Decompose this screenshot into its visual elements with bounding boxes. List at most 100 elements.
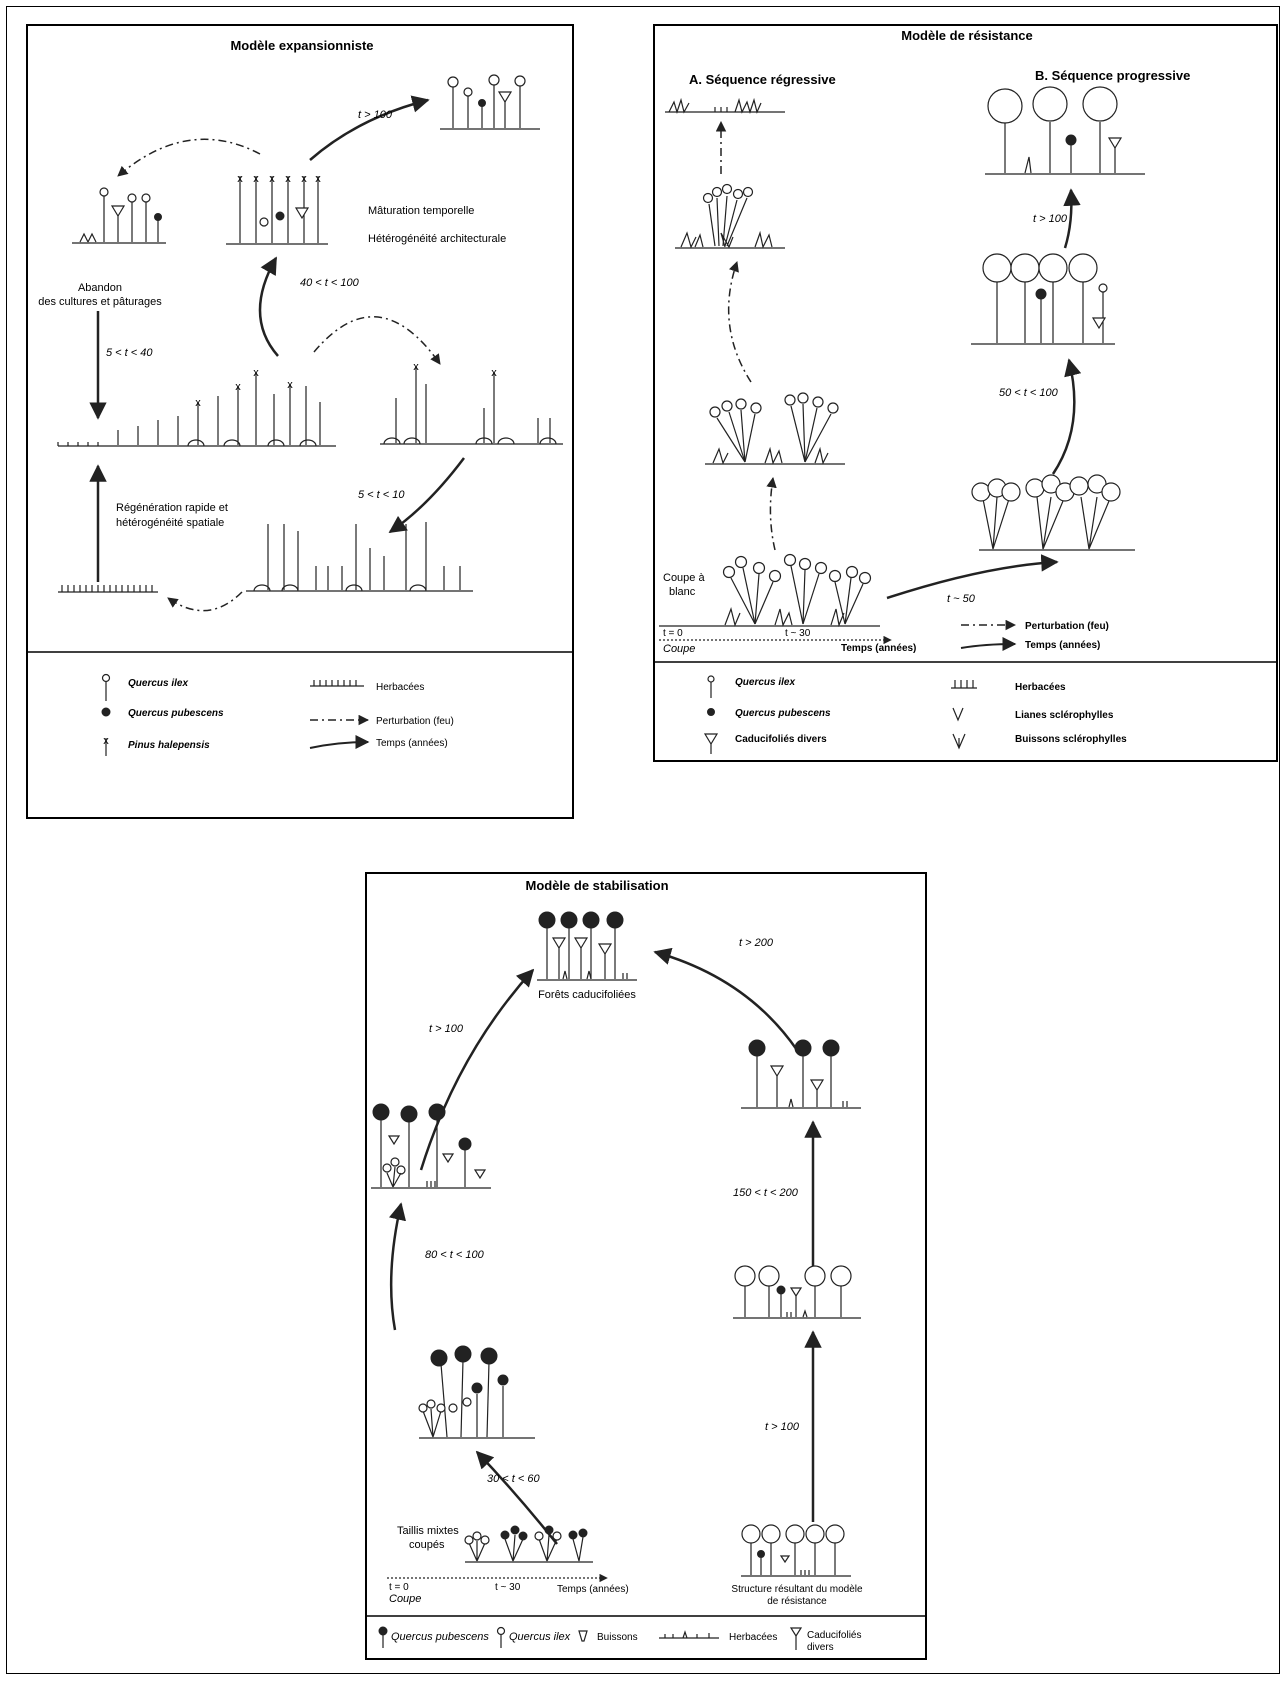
svg-text:x: x <box>285 173 291 185</box>
label-t-gt-200: t > 200 <box>739 937 774 949</box>
stage-cut-coppice <box>464 1525 593 1563</box>
stage-right-top <box>741 1039 861 1109</box>
stage-b-middle <box>971 253 1115 345</box>
label-regeneration-1: Régénération rapide et <box>116 502 228 514</box>
stage-maturation: x x x x x x <box>226 173 328 245</box>
legend-caducifolies-2: divers <box>807 1642 834 1653</box>
arrow-fire-1 <box>117 138 261 177</box>
legend-temps: Temps (années) <box>376 738 448 749</box>
svg-text:x: x <box>269 173 275 185</box>
label-seq-a: A. Séquence régressive <box>689 72 836 87</box>
label-forets: Forêts caducifoliées <box>538 989 636 1001</box>
legend-perturbation: Perturbation (feu) <box>376 716 454 727</box>
label-t0: t = 0 <box>389 1582 409 1593</box>
stage-pine-mixed: x x <box>380 361 563 445</box>
label-t-gt-100-right: t > 100 <box>765 1421 800 1433</box>
stage-clearcut <box>659 553 880 628</box>
legend: Quercus ilex Quercus pubescens Caducifol… <box>703 675 1127 754</box>
stage-mixed-coppice <box>418 1345 535 1439</box>
label-coupe-2: blanc <box>669 586 696 598</box>
stage-a-shrubs <box>675 183 785 249</box>
stage-right-middle <box>733 1265 861 1319</box>
panel-title: Modèle de stabilisation <box>525 878 668 893</box>
label-perturbation: Perturbation (feu) <box>1025 621 1109 632</box>
arrow-fire-2 <box>313 316 441 365</box>
svg-text:x: x <box>103 735 109 747</box>
panel-title: Modèle expansionniste <box>230 38 373 53</box>
stage-post-fire <box>72 187 166 244</box>
stage-mixed-deciduous <box>371 1103 491 1189</box>
legend-quercus-ilex: Quercus ilex <box>509 1631 571 1643</box>
svg-text:x: x <box>413 361 419 373</box>
label-temps: Temps (années) <box>1025 640 1100 651</box>
stage-colonisation: x x x x <box>57 367 336 447</box>
label-heterogeneite: Hétérogénéité architecturale <box>368 233 506 245</box>
label-taillis-2: coupés <box>409 1539 445 1551</box>
stage-grassland <box>58 585 158 593</box>
svg-text:x: x <box>253 173 259 185</box>
legend: Quercus pubescens Quercus ilex Buissons … <box>378 1626 861 1653</box>
stage-b-low <box>971 474 1135 551</box>
svg-text:x: x <box>195 397 201 409</box>
label-t-gt-100-left: t > 100 <box>429 1023 464 1035</box>
stage-regeneration <box>246 522 473 592</box>
label-t30: t ~ 30 <box>785 628 811 639</box>
legend-quercus-pubescens: Quercus pubescens <box>128 708 224 719</box>
panel-title: Modèle de résistance <box>901 28 1033 43</box>
legend-buissons: Buissons sclérophylles <box>1015 734 1127 745</box>
panel-resistance: Modèle de résistance A. Séquence régress… <box>653 24 1278 762</box>
label-t-gt-100: t > 100 <box>358 109 393 121</box>
arrow-time-2 <box>258 256 279 357</box>
legend-caducifolies-1: Caducifoliés <box>807 1630 861 1641</box>
stage-a-coppice <box>705 392 845 465</box>
svg-text:x: x <box>235 381 241 393</box>
label-b-t-50: t ~ 50 <box>947 593 976 605</box>
label-t-5-40: 5 < t < 40 <box>106 347 153 359</box>
label-temps-axis: Temps (années) <box>841 643 916 654</box>
svg-text:x: x <box>237 173 243 185</box>
label-t0: t = 0 <box>663 628 683 639</box>
arrow-fire-3 <box>167 591 243 612</box>
label-seq-b: B. Séquence progressive <box>1035 68 1190 83</box>
label-b-t-50-100: 50 < t < 100 <box>999 387 1059 399</box>
stage-a-degraded <box>665 97 785 114</box>
svg-text:x: x <box>301 173 307 185</box>
legend-quercus-ilex: Quercus ilex <box>735 677 795 688</box>
stage-mature-forest <box>440 74 540 130</box>
legend-herbacees: Herbacées <box>376 682 424 693</box>
legend-quercus-pubescens: Quercus pubescens <box>391 1631 489 1643</box>
legend-lianes: Lianes sclérophylles <box>1015 710 1114 721</box>
label-maturation: Mâturation temporelle <box>368 205 474 217</box>
label-coupe-1: Coupe à <box>663 572 705 584</box>
stage-deciduous-forest <box>537 911 637 981</box>
label-t-40-100: 40 < t < 100 <box>300 277 360 289</box>
label-b-t-gt-100: t > 100 <box>1033 213 1068 225</box>
legend: Quercus ilex Quercus pubescens x Pinus h… <box>101 673 454 756</box>
legend-buissons: Buissons <box>597 1632 638 1643</box>
svg-text:x: x <box>491 367 497 379</box>
label-abandon-1: Abandon <box>78 282 122 294</box>
svg-text:x: x <box>253 367 259 379</box>
panel-stabilisation: Modèle de stabilisation Forêts caducifol… <box>365 872 927 1660</box>
panel-expansionniste: Modèle expansionniste x x x x x x Mâtura… <box>26 24 574 819</box>
figure-frame <box>6 6 1280 1674</box>
label-t30: t ~ 30 <box>495 1582 521 1593</box>
label-temps-axis: Temps (années) <box>557 1584 629 1595</box>
label-t-30-60: 30 < t < 60 <box>487 1473 540 1485</box>
stage-b-top <box>985 86 1145 175</box>
label-structure-1: Structure résultant du modèle <box>731 1584 863 1595</box>
svg-text:x: x <box>287 379 293 391</box>
label-t-150-200: 150 < t < 200 <box>733 1187 799 1199</box>
arrow-time-3 <box>388 457 465 534</box>
label-coupe: Coupe <box>389 1593 421 1605</box>
legend-herbacees: Herbacées <box>1015 682 1066 693</box>
label-t-80-100: 80 < t < 100 <box>425 1249 485 1261</box>
legend-pinus: Pinus halepensis <box>128 740 210 751</box>
arrow-time-1 <box>309 95 430 161</box>
label-coupe: Coupe <box>663 643 695 655</box>
label-taillis-1: Taillis mixtes <box>397 1525 459 1537</box>
legend-quercus-ilex: Quercus ilex <box>128 678 188 689</box>
label-structure-2: de résistance <box>767 1596 827 1607</box>
svg-text:x: x <box>315 173 321 185</box>
legend-caducifolies: Caducifoliés divers <box>735 734 827 745</box>
